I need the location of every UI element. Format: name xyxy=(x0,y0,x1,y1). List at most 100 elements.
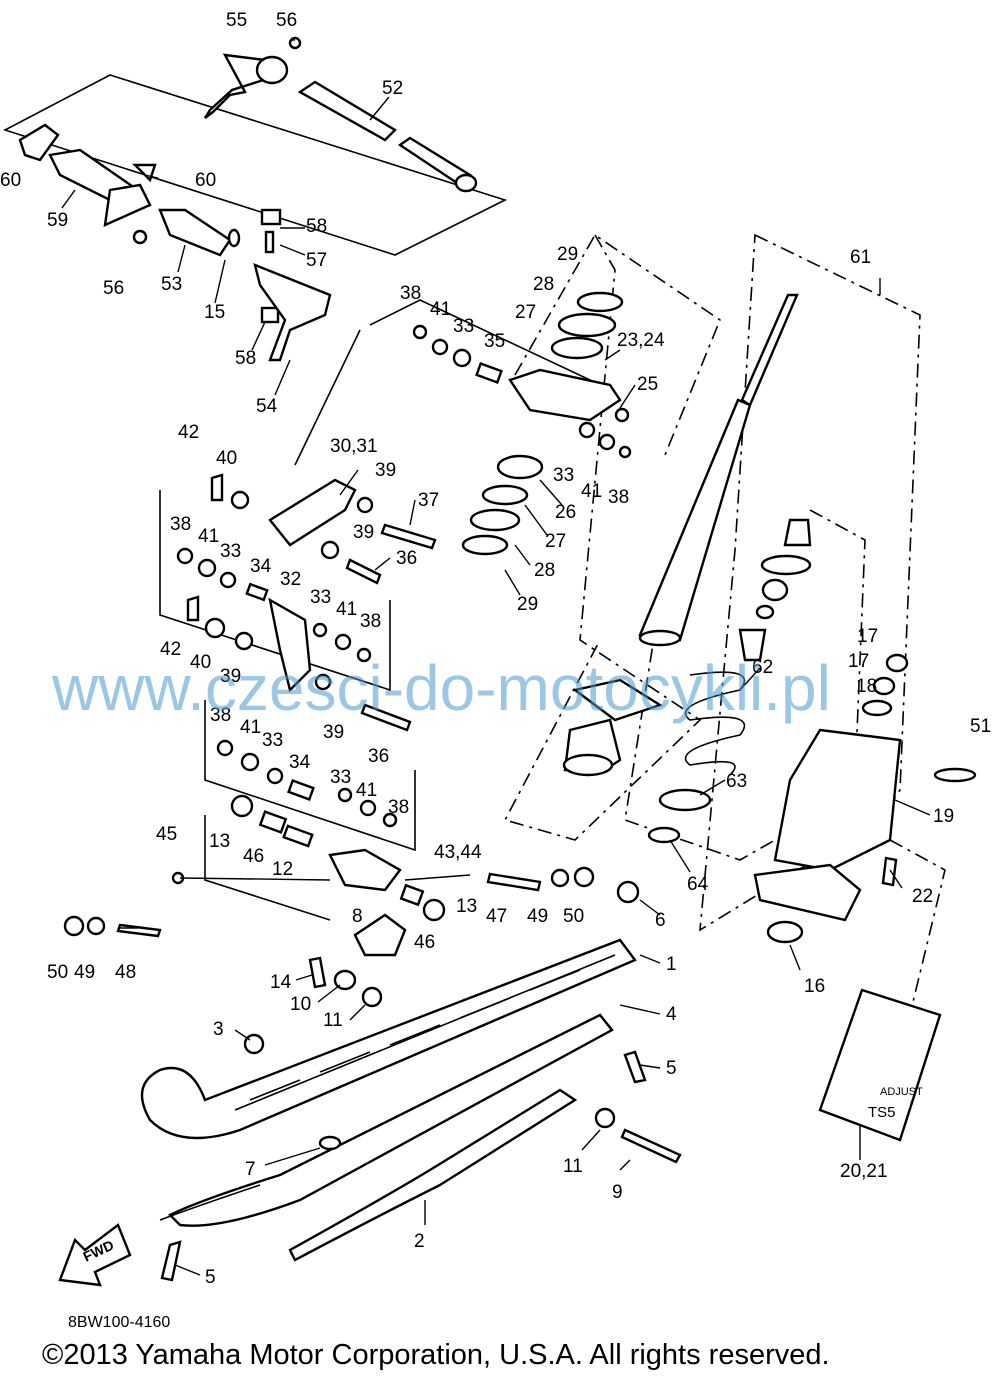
label-28: 28 xyxy=(533,274,554,295)
label-55: 55 xyxy=(226,10,247,31)
label-11: 11 xyxy=(563,1156,583,1177)
label-63: 63 xyxy=(726,771,747,792)
label-50: 50 xyxy=(563,906,584,927)
label-56: 56 xyxy=(276,10,297,31)
label-15: 15 xyxy=(204,302,225,323)
label-51: 51 xyxy=(970,716,991,737)
adjust-text: ADJUST xyxy=(880,1086,923,1098)
label-22: 22 xyxy=(912,886,933,907)
label-36: 36 xyxy=(396,548,417,569)
label-25: 25 xyxy=(637,374,658,395)
leader-lines xyxy=(61,39,931,1276)
label-33: 33 xyxy=(220,541,241,562)
label-42: 42 xyxy=(160,639,181,660)
throttle-assembly xyxy=(18,36,478,362)
label-36: 36 xyxy=(368,746,389,767)
label-17: 17 xyxy=(857,626,878,647)
label-37: 37 xyxy=(418,490,439,511)
label-33: 33 xyxy=(310,587,331,608)
label-46: 46 xyxy=(243,846,264,867)
label-58: 58 xyxy=(235,348,256,369)
label-57: 57 xyxy=(306,250,327,271)
label-38: 38 xyxy=(400,283,421,304)
label-56: 56 xyxy=(103,278,124,299)
label-38: 38 xyxy=(608,487,629,508)
label-20-21: 20,21 xyxy=(840,1161,888,1182)
label-1: 1 xyxy=(666,954,677,975)
label-23-24: 23,24 xyxy=(617,330,665,351)
label-33: 33 xyxy=(453,316,474,337)
label-48: 48 xyxy=(115,962,136,983)
label-39: 39 xyxy=(375,460,396,481)
label-16: 16 xyxy=(804,976,825,997)
label-64: 64 xyxy=(687,874,709,895)
label-30-31: 30,31 xyxy=(330,436,378,457)
label-41: 41 xyxy=(336,599,357,620)
label-38: 38 xyxy=(170,514,191,535)
label-54: 54 xyxy=(256,396,278,417)
label-8: 8 xyxy=(352,906,363,927)
label-45: 45 xyxy=(156,824,177,845)
part-labels: 55 56 52 60 60 59 58 57 56 53 15 58 54 2… xyxy=(0,10,991,1288)
label-53: 53 xyxy=(161,274,182,295)
label-60: 60 xyxy=(0,170,21,191)
label-9: 9 xyxy=(612,1182,623,1203)
label-5: 5 xyxy=(666,1058,677,1079)
label-41: 41 xyxy=(581,481,602,502)
label-43-44: 43,44 xyxy=(434,842,482,863)
label-41: 41 xyxy=(430,299,451,320)
diagram-code: 8BW100-4160 xyxy=(68,1314,170,1331)
label-47: 47 xyxy=(486,906,507,927)
label-13: 13 xyxy=(456,896,477,917)
label-40: 40 xyxy=(216,448,237,469)
label-27: 27 xyxy=(515,302,536,323)
label-49: 49 xyxy=(527,906,548,927)
label-38: 38 xyxy=(210,705,231,726)
label-39: 39 xyxy=(323,722,344,743)
label-39: 39 xyxy=(353,522,374,543)
label-58: 58 xyxy=(306,216,327,237)
label-14: 14 xyxy=(270,972,292,993)
label-4: 4 xyxy=(666,1004,677,1025)
label-39: 39 xyxy=(220,666,241,687)
label-33: 33 xyxy=(330,767,351,788)
label-29: 29 xyxy=(517,594,538,615)
shock-absorber: ADJUST TS5 xyxy=(562,293,977,1142)
label-38: 38 xyxy=(388,797,409,818)
label-52: 52 xyxy=(382,78,403,99)
label-3: 3 xyxy=(213,1019,224,1040)
label-41: 41 xyxy=(198,526,219,547)
label-29: 29 xyxy=(557,244,578,265)
fwd-arrow: FWD xyxy=(58,1223,132,1287)
label-18: 18 xyxy=(856,676,877,697)
label-59: 59 xyxy=(47,210,68,231)
ski-assembly xyxy=(140,938,682,1282)
label-62: 62 xyxy=(752,657,773,678)
label-41: 41 xyxy=(356,780,377,801)
label-2: 2 xyxy=(414,1231,425,1252)
label-35: 35 xyxy=(484,331,505,352)
label-11: 11 xyxy=(323,1010,343,1031)
label-61: 61 xyxy=(850,247,871,268)
label-34: 34 xyxy=(250,556,272,577)
label-50: 50 xyxy=(47,962,68,983)
label-12: 12 xyxy=(272,859,293,880)
label-34: 34 xyxy=(289,752,311,773)
label-26: 26 xyxy=(555,502,576,523)
label-60: 60 xyxy=(195,170,216,191)
label-6: 6 xyxy=(655,910,666,931)
label-49: 49 xyxy=(74,962,95,983)
label-38: 38 xyxy=(360,611,381,632)
label-10: 10 xyxy=(290,994,311,1015)
ts-text: TS5 xyxy=(868,1104,896,1121)
linkage-parts xyxy=(63,291,640,957)
label-46: 46 xyxy=(414,932,435,953)
label-19: 19 xyxy=(933,806,954,827)
label-33: 33 xyxy=(262,730,283,751)
label-7: 7 xyxy=(245,1159,256,1180)
label-33: 33 xyxy=(553,465,574,486)
copyright: ©2013 Yamaha Motor Corporation, U.S.A. A… xyxy=(42,1339,830,1371)
label-28: 28 xyxy=(534,560,555,581)
label-40: 40 xyxy=(190,652,211,673)
